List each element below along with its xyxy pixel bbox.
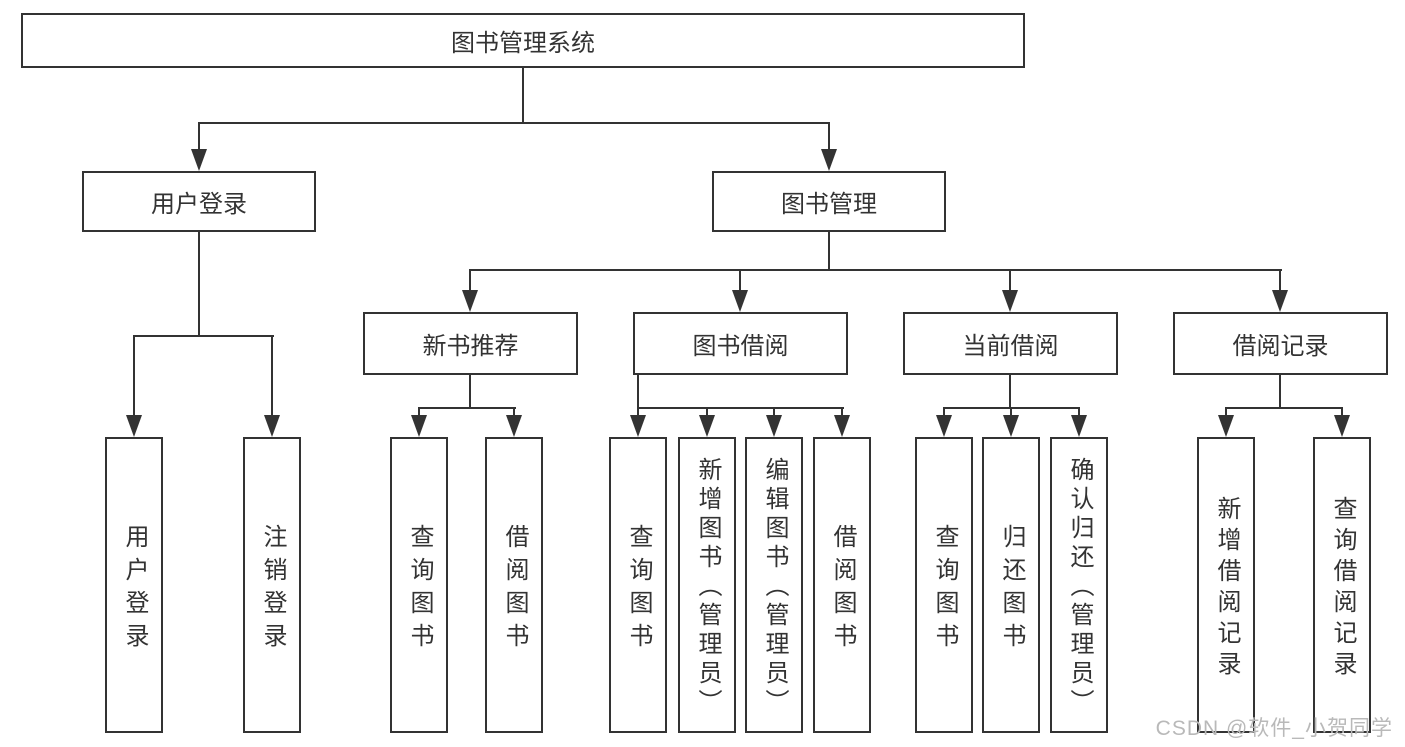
arrow-down-icon	[699, 415, 715, 437]
connector-root-rail	[198, 122, 830, 124]
connector-records-drop-1	[1225, 407, 1227, 415]
node-book-borrow: 图书借阅	[633, 312, 848, 375]
arrow-down-icon	[264, 415, 280, 437]
leaf-current-return-books: 归还图书	[982, 437, 1040, 733]
leaf-label: 新增借阅记录	[1213, 495, 1240, 682]
leaf-records-add-borrow-record: 新增借阅记录	[1197, 437, 1255, 733]
connector-borrow-stem	[637, 373, 639, 407]
leaf-current-query-books: 查询图书	[915, 437, 973, 733]
connector-newbook-rail	[418, 407, 516, 409]
arrow-down-icon	[506, 415, 522, 437]
arrow-down-icon	[126, 415, 142, 437]
connector-current-drop-1	[943, 407, 945, 415]
node-borrow-records: 借阅记录	[1173, 312, 1388, 375]
connector-current-stem	[1009, 373, 1011, 407]
leaf-label: 查询图书	[931, 523, 958, 656]
arrow-down-icon	[936, 415, 952, 437]
connector-borrow-drop-1	[637, 407, 639, 415]
leaf-borrow-edit-books-admin: 编辑图书（管理员）	[745, 437, 803, 733]
leaf-label: 编辑图书（管理员）	[761, 457, 788, 718]
connector-borrow-drop-2	[706, 407, 708, 415]
connector-current-drop-3	[1078, 407, 1080, 415]
arrow-down-icon	[191, 149, 207, 171]
leaf-label: 查询借阅记录	[1329, 495, 1356, 682]
leaf-current-confirm-return-admin: 确认归还（管理员）	[1050, 437, 1108, 733]
leaf-newbook-query-books: 查询图书	[390, 437, 448, 733]
watermark: CSDN @软件_小贺同学	[1155, 717, 1393, 740]
node-label: 图书借阅	[692, 333, 789, 360]
connector-bookmgmt-rail	[469, 269, 1282, 271]
node-current-borrow: 当前借阅	[903, 312, 1118, 375]
node-label: 图书管理	[781, 191, 877, 218]
connector-root-drop-right	[828, 122, 830, 150]
leaf-label: 查询图书	[406, 523, 433, 656]
connector-root-drop-left	[198, 122, 200, 150]
arrow-down-icon	[411, 415, 427, 437]
connector-records-stem	[1279, 373, 1281, 407]
connector-borrow-rail	[637, 407, 844, 409]
connector-userlogin-stem	[198, 232, 200, 335]
leaf-label: 借阅图书	[501, 523, 528, 656]
connector-newbook-drop-2	[513, 407, 515, 415]
arrow-down-icon	[1002, 290, 1018, 312]
connector-bookmgmt-stem	[828, 232, 830, 269]
leaf-newbook-borrow-books: 借阅图书	[485, 437, 543, 733]
node-label: 用户登录	[151, 191, 247, 218]
connector-borrow-drop-4	[841, 407, 843, 415]
arrow-down-icon	[1218, 415, 1234, 437]
leaf-borrow-borrow-books: 借阅图书	[813, 437, 871, 733]
arrow-down-icon	[732, 290, 748, 312]
arrow-down-icon	[630, 415, 646, 437]
node-library-management-system: 图书管理系统	[21, 13, 1025, 68]
leaf-logout: 注销登录	[243, 437, 301, 733]
arrow-down-icon	[1272, 290, 1288, 312]
leaf-label: 借阅图书	[829, 523, 856, 656]
leaf-records-query-borrow-record: 查询借阅记录	[1313, 437, 1371, 733]
connector-root-stem	[522, 68, 524, 122]
arrow-down-icon	[1003, 415, 1019, 437]
connector-userlogin-drop-1	[133, 335, 135, 415]
leaf-user-login: 用户登录	[105, 437, 163, 733]
connector-current-drop-2	[1010, 407, 1012, 415]
arrow-down-icon	[1071, 415, 1087, 437]
connector-newbook-stem	[469, 373, 471, 407]
arrow-down-icon	[834, 415, 850, 437]
leaf-label: 新增图书（管理员）	[694, 457, 721, 718]
leaf-label: 用户登录	[121, 523, 148, 656]
leaf-borrow-add-books-admin: 新增图书（管理员）	[678, 437, 736, 733]
node-new-book-recommend: 新书推荐	[363, 312, 578, 375]
connector-borrow-drop-3	[773, 407, 775, 415]
leaf-label: 注销登录	[259, 523, 286, 656]
connector-newbook-drop-1	[418, 407, 420, 415]
node-label: 借阅记录	[1232, 333, 1329, 360]
leaf-label: 查询图书	[625, 523, 652, 656]
connector-bookmgmt-drop-1	[469, 269, 471, 290]
node-label: 新书推荐	[422, 333, 519, 360]
connector-bookmgmt-drop-2	[739, 269, 741, 290]
leaf-label: 归还图书	[998, 523, 1025, 656]
arrow-down-icon	[462, 290, 478, 312]
arrow-down-icon	[1334, 415, 1350, 437]
leaf-borrow-query-books: 查询图书	[609, 437, 667, 733]
arrow-down-icon	[821, 149, 837, 171]
node-book-management: 图书管理	[712, 171, 946, 232]
leaf-label: 确认归还（管理员）	[1066, 457, 1093, 718]
connector-records-rail	[1225, 407, 1343, 409]
arrow-down-icon	[766, 415, 782, 437]
connector-records-drop-2	[1341, 407, 1343, 415]
connector-userlogin-rail	[133, 335, 274, 337]
node-label: 图书管理系统	[451, 30, 595, 57]
connector-bookmgmt-drop-4	[1279, 269, 1281, 290]
connector-bookmgmt-drop-3	[1009, 269, 1011, 290]
node-user-login: 用户登录	[82, 171, 316, 232]
node-label: 当前借阅	[962, 333, 1059, 360]
connector-userlogin-drop-2	[271, 335, 273, 415]
